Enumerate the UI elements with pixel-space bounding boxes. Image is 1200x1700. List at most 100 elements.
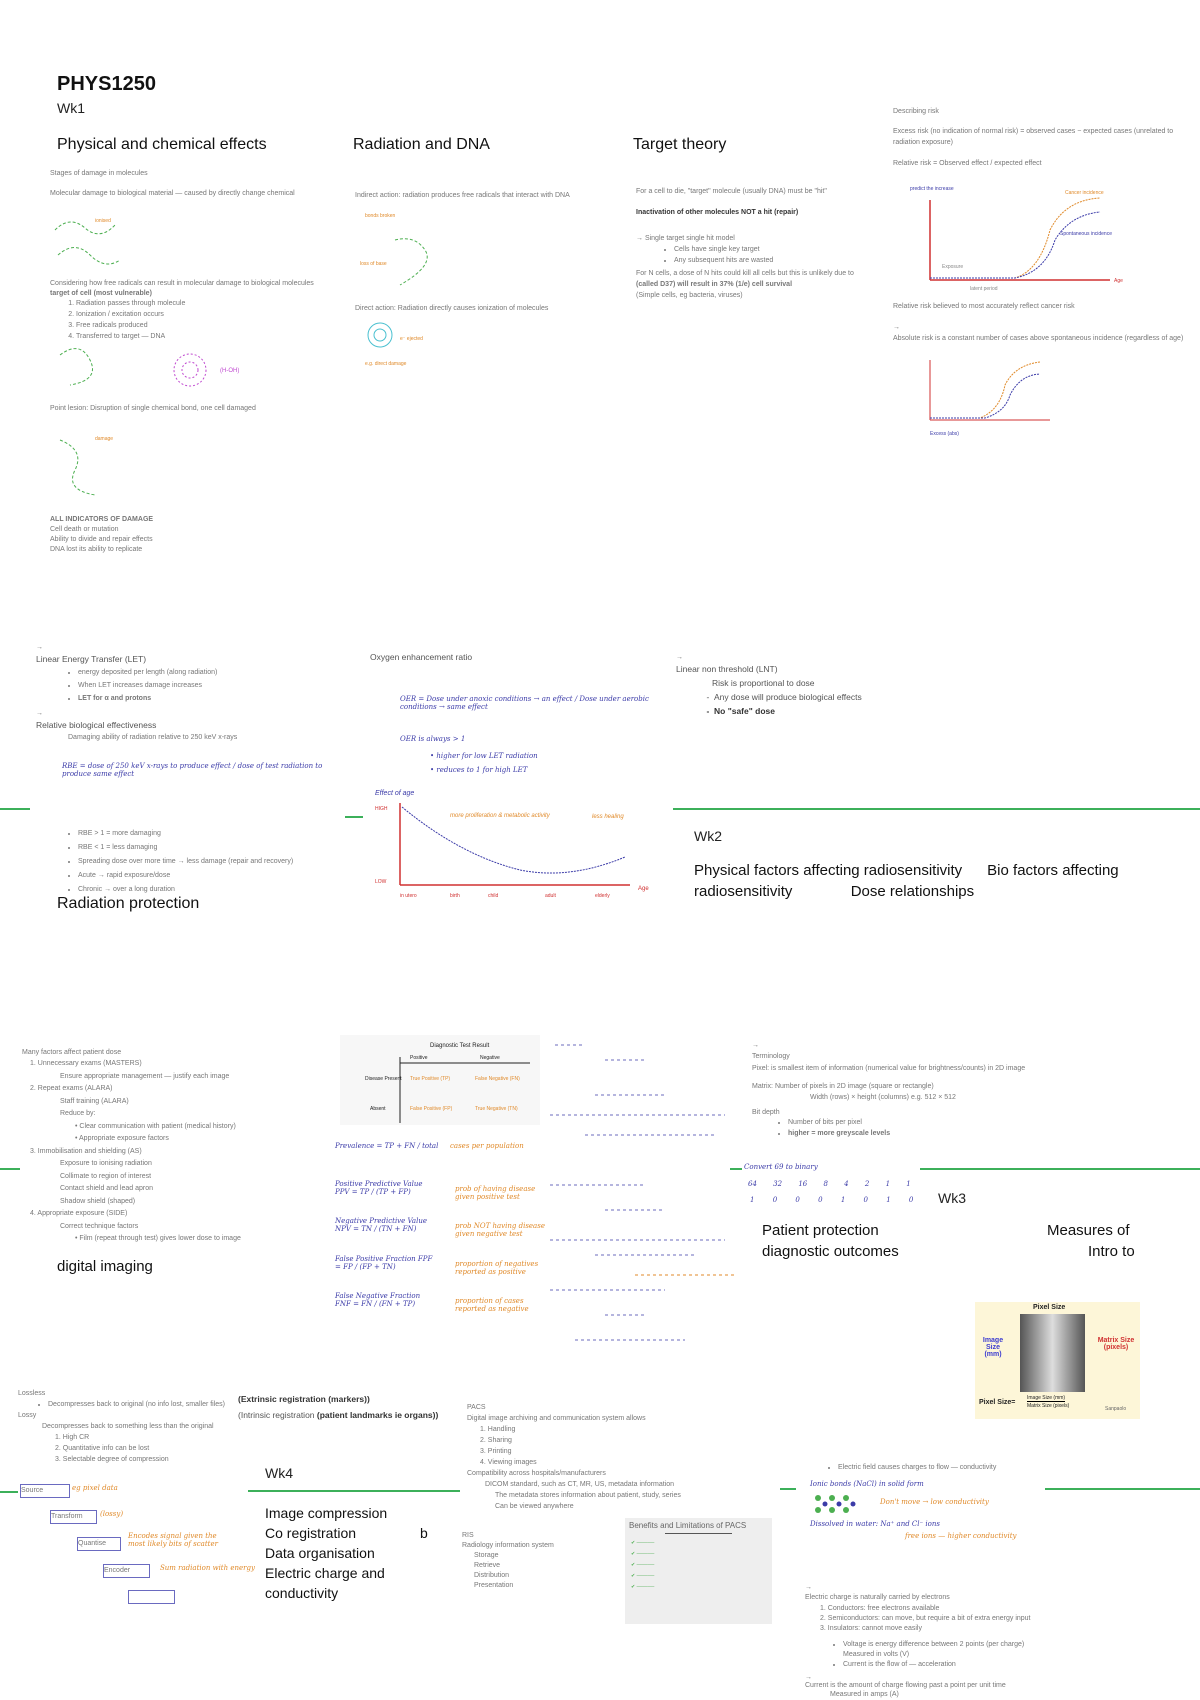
divider [730, 1168, 742, 1170]
target-line: (called D37) will result in 37% (1/e) ce… [636, 281, 793, 288]
svg-text:damage: damage [95, 436, 113, 442]
formula-note: proportion of negatives reported as posi… [455, 1260, 539, 1276]
heading-physical-chemical: Physical and chemical effects [57, 136, 267, 153]
binary-row-2: 1 0 0 0 1 0 1 0 [750, 1196, 914, 1204]
relative-risk: Relative risk = Observed effect / expect… [893, 160, 1042, 167]
topic-conductivity[interactable]: conductivity [265, 1585, 339, 1601]
oer-note: OER is always > 1 [400, 735, 466, 743]
topic-data-organisation[interactable]: Data organisation [265, 1545, 375, 1561]
topic-intro-to[interactable]: Intro to [1088, 1243, 1135, 1260]
topic-co-registration[interactable]: Co registration [265, 1525, 357, 1541]
wk4-topics: Image compression Co registration Data o… [265, 1503, 387, 1603]
topic-measures-of[interactable]: Measures of [1047, 1222, 1130, 1239]
formula-note: prob NOT having disease given negative t… [455, 1222, 545, 1238]
svg-text:False Positive (FP): False Positive (FP) [410, 1106, 453, 1112]
svg-text:Spontaneous incidence: Spontaneous incidence [1060, 231, 1112, 237]
xray-image [1020, 1314, 1085, 1392]
oer-title: Oxygen enhancement ratio [370, 652, 473, 662]
flow-note: eg pixel data [72, 1484, 118, 1492]
charge-item: 2. Semiconductors: can move, but require… [820, 1615, 1031, 1622]
svg-text:Absent: Absent [370, 1106, 386, 1112]
lossless-bullets: Decompresses back to original (no info l… [30, 1399, 225, 1410]
topic-patient-protection[interactable]: Patient protection [762, 1222, 879, 1239]
charge-line: Electric field causes charges to flow — … [820, 1462, 996, 1473]
note-line: Stages of damage in molecules [50, 170, 148, 177]
sensitivity-calc-sketch [550, 1044, 735, 1341]
flow-box: Quantise [77, 1537, 121, 1551]
pacs-item: 3. Printing [480, 1448, 512, 1455]
svg-text:Effect of age: Effect of age [375, 790, 414, 797]
charge-item: 3. Insulators: cannot move easily [820, 1625, 922, 1632]
flow-note: Sum radiation with energy [160, 1564, 255, 1572]
svg-text:loss of base: loss of base [360, 261, 387, 267]
indirect-action: Indirect action: radiation produces free… [355, 192, 570, 199]
svg-text:more proliferation & metabolic: more proliferation & metabolic activity [450, 813, 551, 819]
charge-last: Current is the amount of charge flowing … [805, 1682, 1006, 1689]
dna-strand-sketch-icon: damage [59, 436, 113, 496]
divider [1045, 1488, 1200, 1490]
svg-text:Cancer incidence: Cancer incidence [1065, 190, 1104, 196]
summary-line: DNA lost its ability to replicate [50, 546, 143, 553]
lossy-item: 1. High CR [55, 1434, 90, 1441]
note-bold: target of cell (most vulnerable) [50, 290, 152, 297]
svg-text:e.g. direct damage: e.g. direct damage [365, 361, 407, 367]
oer-note: • reduces to 1 for high LET [430, 766, 528, 774]
svg-text:Age: Age [638, 886, 649, 892]
rbe-sub: Damaging ability of radiation relative t… [68, 734, 238, 741]
target-bullets: Cells have single key target Any subsequ… [656, 244, 773, 266]
note-para: Point lesion: Disruption of single chemi… [50, 405, 256, 412]
svg-text:adult: adult [545, 893, 556, 899]
rbe-bullets: RBE > 1 = more damaging RBE < 1 = less d… [60, 827, 293, 897]
charge-bullets: Voltage is energy difference between 2 p… [825, 1640, 1024, 1670]
target-line: For N cells, a dose of N hits could kill… [636, 270, 854, 277]
svg-text:e⁻ ejected: e⁻ ejected [400, 336, 423, 342]
heading-radiation-dna: Radiation and DNA [353, 136, 490, 153]
svg-text:child: child [488, 893, 499, 899]
formula: Positive Predictive Value PPV = TP / (TP… [335, 1180, 423, 1196]
lossless-title: Lossless [18, 1390, 46, 1397]
divider [0, 1491, 18, 1493]
pacs-benefits-figure: Benefits and Limitations of PACS ✔ ─────… [625, 1518, 772, 1624]
topic-image-compression[interactable]: Image compression [265, 1505, 388, 1521]
pacs-line: Compatibility across hospitals/manufactu… [467, 1470, 606, 1477]
excess-risk: Excess risk (no indication of normal ris… [893, 128, 1174, 146]
let-bullets: energy deposited per length (along radia… [60, 666, 217, 705]
formula-note: prob of having disease given positive te… [455, 1185, 536, 1201]
divider [0, 1168, 20, 1170]
svg-text:latent period: latent period [970, 286, 998, 292]
pacs-item: 2. Sharing [480, 1437, 512, 1444]
svg-text:elderly: elderly [595, 893, 610, 899]
free-radical-sketch-icon: (H-OH) [59, 348, 239, 387]
charge-last: Measured in amps (A) [830, 1691, 899, 1698]
binary-note: Convert 69 to binary [744, 1163, 818, 1171]
week-divider [920, 1168, 1200, 1170]
topic-electric-charge[interactable]: Electric charge and [265, 1565, 385, 1581]
damage-steps: Radiation passes through molecule Ioniza… [58, 298, 185, 342]
factors-title: Many factors affect patient dose [22, 1049, 122, 1056]
pacs-title: PACS [467, 1404, 486, 1411]
oer-note: • higher for low LET radiation [430, 752, 538, 760]
charge-note: Ionic bonds (NaCl) in solid form [810, 1480, 924, 1488]
topic-diagnostic-outcomes[interactable]: diagnostic outcomes [762, 1243, 899, 1260]
arrow-icon: → [805, 1584, 812, 1591]
formula: Negative Predictive Value NPV = TN / (TN… [335, 1217, 427, 1233]
bit-depth-title: Bit depth [752, 1109, 780, 1116]
target-line: For a cell to die, "target" molecule (us… [636, 188, 827, 195]
divider [780, 1488, 796, 1490]
direct-action: Direct action: Radiation directly causes… [355, 305, 549, 312]
target-bold: Inactivation of other molecules NOT a hi… [636, 209, 799, 216]
svg-text:LOW: LOW [375, 879, 387, 885]
flow-box [128, 1590, 175, 1604]
wk2-topics-line1[interactable]: Physical factors affecting radiosensitiv… [694, 862, 1119, 879]
diagnostic-table: Diagnostic Test Result Positive Negative… [340, 1035, 540, 1125]
digital-imaging-heading: digital imaging [57, 1258, 153, 1275]
absolute-risk: Absolute risk is a constant number of ca… [893, 335, 1184, 342]
svg-text:False Negative (FN): False Negative (FN) [475, 1076, 520, 1082]
age-sensitivity-graph: Effect of age HIGH LOW more proliferatio… [375, 790, 649, 899]
pacs-line: Can be viewed anywhere [495, 1503, 574, 1510]
lnt-title: Linear non threshold (LNT) [676, 664, 778, 674]
svg-text:predict the increase: predict the increase [910, 186, 954, 192]
extrinsic-registration: (Extrinsic registration (markers)) [238, 1394, 370, 1404]
wk2-topics-line2[interactable]: radiosensitivity Dose relationships [694, 883, 975, 900]
